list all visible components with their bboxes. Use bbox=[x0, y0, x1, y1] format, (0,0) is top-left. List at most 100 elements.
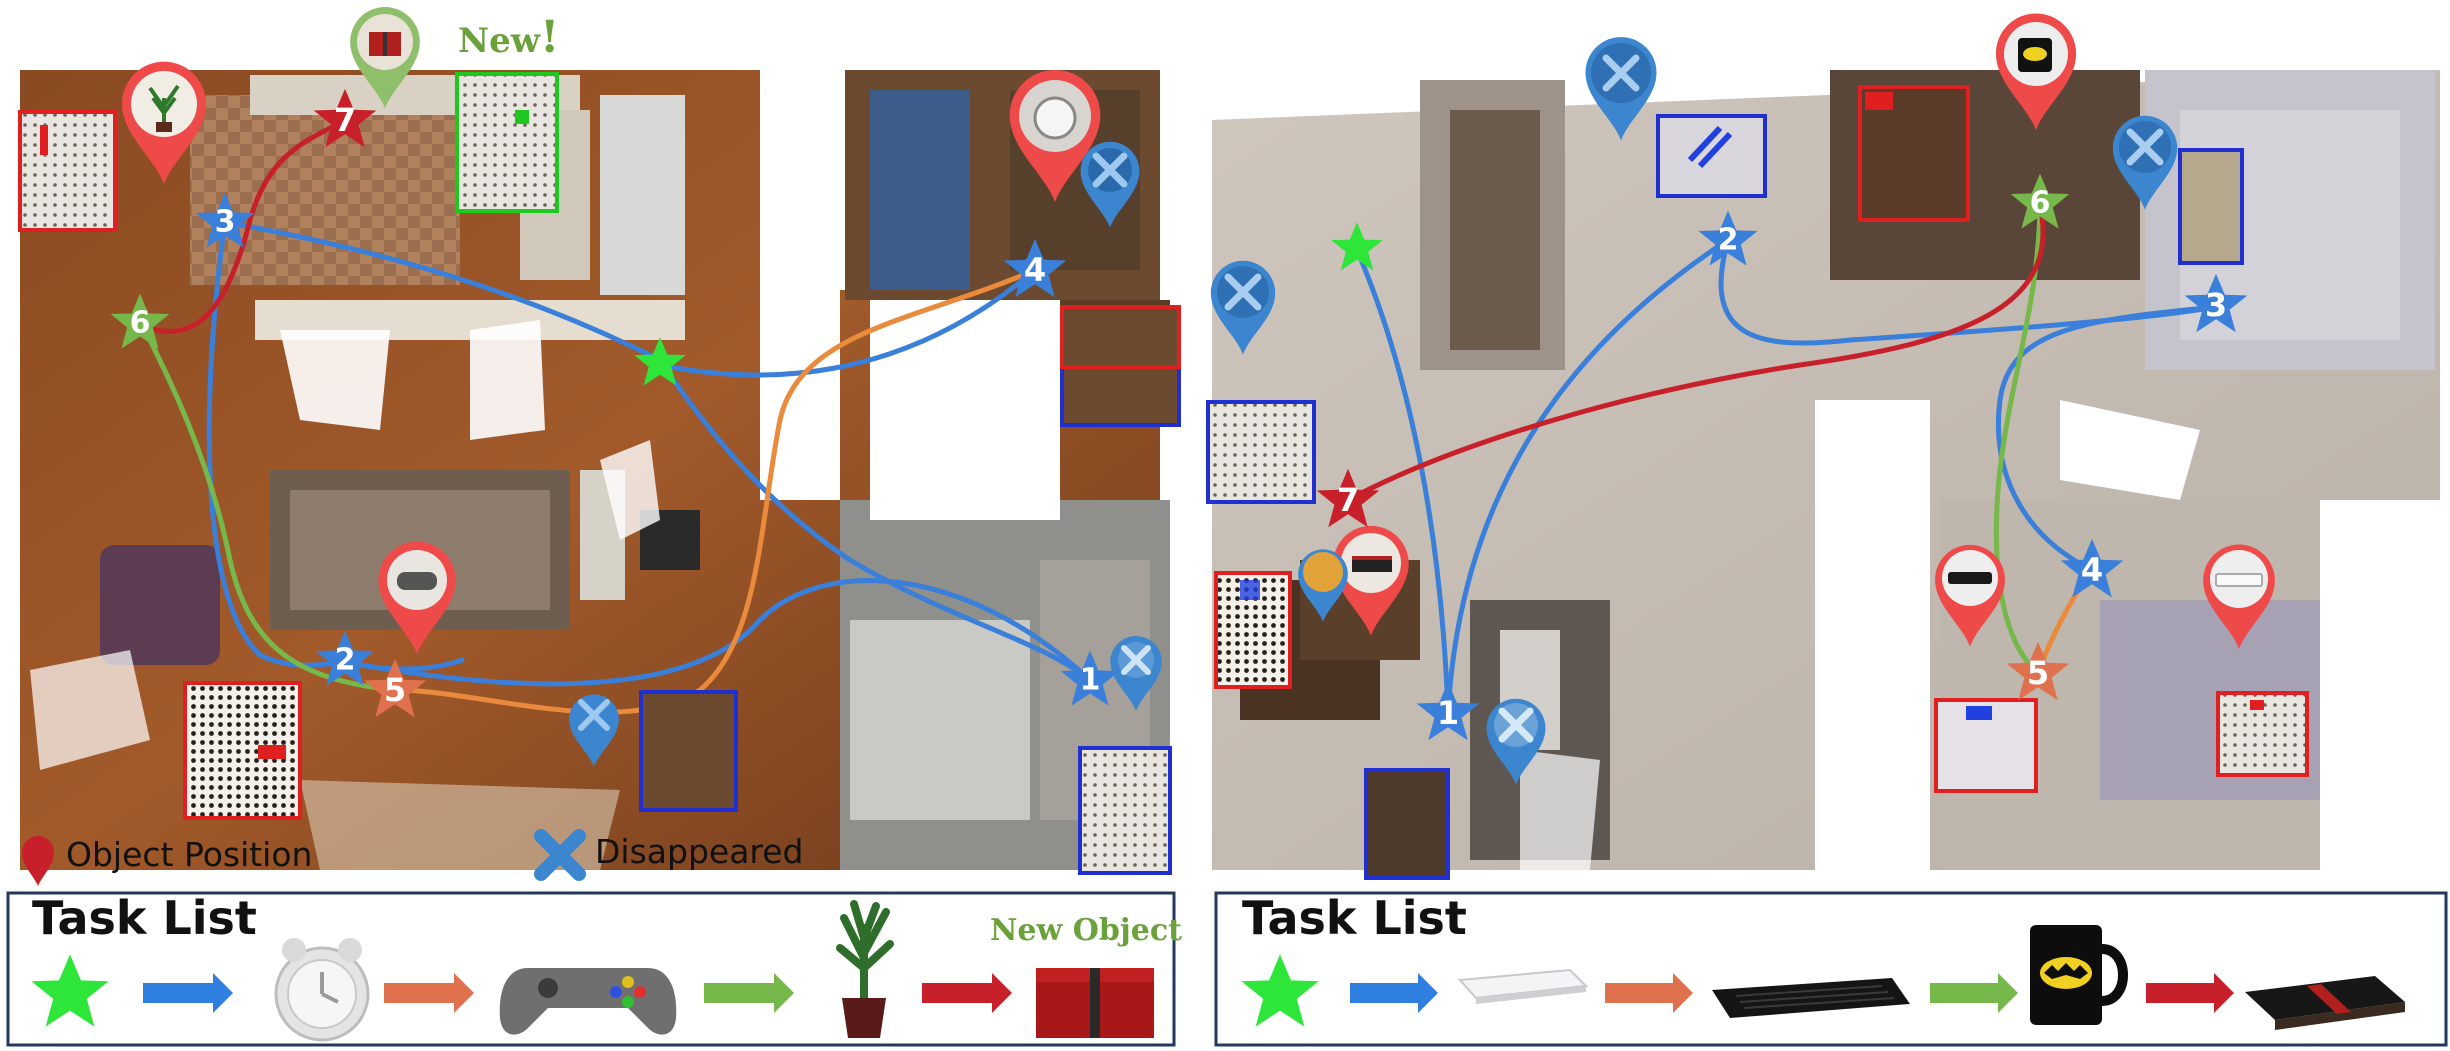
thumb-notebook-left-pointcloud bbox=[1206, 400, 1316, 504]
path-3-to-4 bbox=[1996, 304, 2219, 573]
thumb-doorway-pointcloud bbox=[1078, 746, 1172, 875]
gift-box-icon bbox=[1036, 968, 1154, 1038]
left-waypoints: 1 2 3 4 5 6 7 bbox=[110, 88, 1120, 718]
left-waypoint-4: 4 bbox=[1003, 238, 1067, 298]
pin-laptop-small-icon bbox=[1298, 549, 1348, 622]
svg-text:6: 6 bbox=[2030, 186, 2051, 221]
svg-text:1: 1 bbox=[1437, 694, 1459, 732]
path-3-to-start bbox=[222, 219, 663, 363]
left-task-list-title: Task List bbox=[32, 891, 257, 945]
object-position-icon bbox=[22, 836, 54, 886]
svg-text:6: 6 bbox=[130, 306, 151, 341]
pin-laptop-bedroom-icon bbox=[2203, 544, 2275, 650]
pin-keyboard-icon bbox=[1935, 544, 2005, 647]
arrow-red-icon bbox=[2146, 973, 2234, 1013]
pin-disappeared-mug-icon bbox=[2112, 115, 2178, 210]
thumb-clock-pointcloud bbox=[639, 690, 738, 812]
left-waypoint-3: 3 bbox=[195, 192, 255, 248]
path-start-to-1 bbox=[1354, 247, 1451, 716]
svg-text:3: 3 bbox=[215, 205, 236, 240]
right-waypoint-4: 4 bbox=[2060, 538, 2124, 598]
svg-text:4: 4 bbox=[2081, 551, 2103, 589]
legend: Object Position Disappeared bbox=[22, 829, 804, 886]
svg-text:5: 5 bbox=[2027, 654, 2049, 692]
path-6-to-7 bbox=[1345, 202, 2046, 503]
alarm-clock-icon bbox=[274, 938, 370, 1042]
right-waypoint-3: 3 bbox=[2184, 273, 2248, 333]
right-waypoint-6: 6 bbox=[2010, 173, 2070, 229]
right-waypoint-7: 7 bbox=[1316, 468, 1380, 528]
thumb-new-gift-pointcloud bbox=[455, 72, 559, 213]
right-task-list: Task List bbox=[1214, 891, 2448, 1047]
path-start-to-1 bbox=[657, 357, 1093, 683]
left-thumbnails bbox=[18, 72, 1181, 875]
svg-text:3: 3 bbox=[2205, 286, 2227, 324]
pin-gift-green-icon bbox=[350, 7, 420, 109]
disappeared-icon bbox=[534, 829, 586, 881]
thumb-plant-pointcloud bbox=[18, 110, 117, 232]
pin-disappeared-bathroom-icon bbox=[1486, 698, 1546, 785]
arrow-green-icon bbox=[1930, 973, 2018, 1013]
right-waypoint-5: 5 bbox=[2006, 641, 2070, 701]
path-5-to-6 bbox=[137, 317, 398, 693]
keyboard-icon bbox=[1712, 978, 1910, 1018]
pin-batman-mug-icon bbox=[1995, 13, 2077, 131]
left-waypoint-5: 5 bbox=[363, 658, 427, 718]
left-trajectories bbox=[137, 117, 1093, 715]
arrow-blue-icon bbox=[143, 973, 233, 1013]
pin-plant-icon bbox=[121, 61, 207, 185]
pin-alarm-clock-icon bbox=[1009, 69, 1101, 203]
path-1-to-2 bbox=[1445, 237, 1731, 716]
arrow-red-icon bbox=[922, 973, 1012, 1013]
right-waypoints: 1 2 3 4 5 6 7 bbox=[1316, 173, 2248, 741]
pin-disappeared-laptop-icon bbox=[1585, 37, 1657, 141]
path-6-to-7 bbox=[137, 117, 348, 334]
left-waypoint-2: 2 bbox=[315, 630, 375, 686]
pin-notebook-icon bbox=[1333, 525, 1409, 636]
svg-text:1: 1 bbox=[1080, 663, 1101, 698]
new-label: New bbox=[458, 21, 541, 61]
pin-controller-icon bbox=[378, 541, 456, 655]
right-task-list-title: Task List bbox=[1242, 891, 1467, 945]
arrow-blue-icon bbox=[1350, 973, 1438, 1013]
thumb-shelf-pointcloud bbox=[2178, 148, 2244, 265]
svg-text:4: 4 bbox=[1024, 251, 1046, 289]
arrow-green-icon bbox=[704, 973, 794, 1013]
right-thumbnails bbox=[1206, 85, 2309, 880]
notebook-icon bbox=[2245, 976, 2405, 1030]
new-object-label: New Object bbox=[990, 913, 1182, 948]
left-waypoint-6: 6 bbox=[110, 293, 170, 349]
thumb-bathroom-pointcloud bbox=[1364, 768, 1450, 880]
potted-plant-icon bbox=[836, 900, 894, 1038]
path-5-to-6 bbox=[1993, 197, 2043, 676]
path-4-to-5 bbox=[392, 267, 1038, 715]
svg-text:2: 2 bbox=[335, 643, 356, 678]
left-waypoint-1: 1 bbox=[1060, 650, 1120, 706]
right-trajectories bbox=[1345, 197, 2219, 716]
left-task-list: Task List New Object bbox=[6, 891, 1182, 1047]
legend-object-position: Object Position bbox=[66, 835, 312, 874]
pin-disappeared-doorway-icon bbox=[1110, 636, 1162, 712]
batman-mug-icon bbox=[2030, 925, 2128, 1025]
arrow-orange-icon bbox=[384, 973, 474, 1013]
pin-disappeared-clock-icon bbox=[1080, 141, 1140, 228]
path-2-to-1 bbox=[342, 578, 1093, 687]
left-pins bbox=[121, 7, 1162, 767]
right-waypoint-1: 1 bbox=[1416, 681, 1480, 741]
arrow-orange-icon bbox=[1605, 973, 1693, 1013]
left-waypoint-7: 7 bbox=[313, 88, 377, 148]
path-start-to-4 bbox=[657, 267, 1038, 378]
svg-text:7: 7 bbox=[1337, 481, 1359, 519]
svg-text:2: 2 bbox=[1718, 223, 1739, 258]
right-pins bbox=[1210, 13, 2275, 785]
game-controller-icon bbox=[499, 968, 677, 1035]
pin-disappeared-controller-icon bbox=[569, 694, 619, 767]
svg-text:7: 7 bbox=[334, 101, 356, 139]
new-exclaim: ! bbox=[540, 12, 559, 63]
pin-disappeared-notebook-icon bbox=[1210, 260, 1276, 355]
legend-disappeared: Disappeared bbox=[595, 832, 804, 871]
right-waypoint-2: 2 bbox=[1698, 210, 1758, 266]
svg-text:5: 5 bbox=[384, 671, 406, 709]
laptop-icon bbox=[1457, 968, 1589, 1004]
